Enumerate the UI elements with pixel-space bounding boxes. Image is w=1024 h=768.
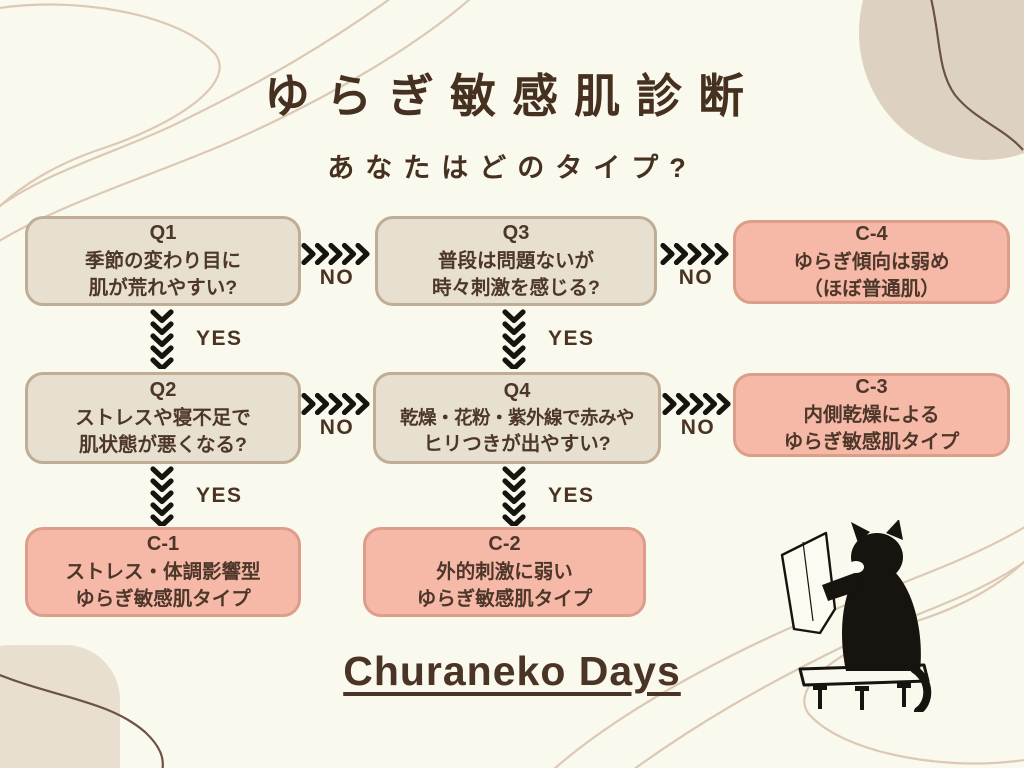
chevrons-right-icon [301, 243, 370, 265]
box-label: C-1 [146, 533, 180, 556]
no-label: NO [680, 416, 716, 439]
flow-box-q2: Q2 ストレスや寝不足で 肌状態が悪くなる? [25, 372, 301, 464]
flow-box-c2: C-2 外的刺激に弱い ゆらぎ敏感肌タイプ [363, 527, 646, 617]
flow-box-q3: Q3 普段は問題ないが 時々刺激を感じる? [375, 216, 657, 306]
arrow-yes-q2-c1: YES [150, 466, 243, 526]
box-text: ゆらぎ敏感肌タイプ [75, 588, 251, 611]
yes-label: YES [548, 484, 595, 507]
box-text: 内側乾燥による [803, 403, 940, 426]
box-label: Q1 [149, 222, 177, 245]
flow-box-c4: C-4 ゆらぎ傾向は弱め （ほぼ普通肌） [733, 220, 1010, 304]
box-text: 普段は問題ないが [437, 249, 594, 272]
arrow-yes-q1-q2: YES [150, 309, 243, 369]
arrow-no-q4-c3: NO [661, 393, 735, 440]
box-label: Q3 [502, 222, 530, 245]
no-label: NO [319, 416, 355, 439]
flow-box-c3: C-3 内側乾燥による ゆらぎ敏感肌タイプ [733, 373, 1010, 457]
arrow-yes-q3-q4: YES [502, 309, 595, 369]
chevrons-right-icon [662, 393, 731, 415]
yes-label: YES [548, 327, 595, 350]
box-label: C-2 [488, 533, 521, 556]
page-title: ゆらぎ敏感肌診断 [264, 70, 760, 122]
brand-footer: Churaneko Days [0, 648, 1024, 695]
no-label: NO [678, 266, 714, 289]
no-label: NO [319, 266, 355, 289]
arrow-no-q2-q4: NO [300, 393, 374, 440]
yes-label: YES [196, 327, 243, 350]
chevrons-down-icon [150, 466, 174, 526]
chevrons-down-icon [502, 309, 526, 369]
box-text: 季節の変わり目に [84, 249, 241, 272]
yes-label: YES [196, 484, 243, 507]
box-text: ストレス・体調影響型 [65, 560, 261, 583]
chevrons-down-icon [502, 466, 526, 526]
box-text: 肌が荒れやすい? [88, 277, 238, 300]
flow-box-c1: C-1 ストレス・体調影響型 ゆらぎ敏感肌タイプ [25, 527, 301, 617]
box-text: （ほぼ普通肌） [803, 278, 940, 301]
flow-box-q4: Q4 乾燥・花粉・紫外線で赤みや ヒリつきが出やすい? [373, 372, 661, 464]
chevrons-right-icon [660, 243, 729, 265]
box-text: ゆらぎ敏感肌タイプ [783, 431, 960, 454]
box-label: Q4 [503, 379, 531, 402]
box-text: 乾燥・花粉・紫外線で赤みや [399, 407, 635, 429]
box-text: ゆらぎ傾向は弱め [793, 250, 950, 273]
page-subtitle: あなたはどのタイプ? [327, 153, 697, 183]
arrow-yes-q4-c2: YES [502, 466, 595, 526]
chevrons-right-icon [301, 393, 370, 415]
box-text: ストレスや寝不足で [75, 406, 251, 429]
box-label: C-3 [855, 376, 888, 399]
arrow-no-q1-q3: NO [300, 243, 374, 290]
box-label: C-4 [855, 223, 888, 246]
box-text: 時々刺激を感じる? [432, 277, 600, 300]
box-text: ヒリつきが出やすい? [423, 433, 611, 456]
box-label: Q2 [149, 379, 177, 402]
cat-reading-illustration [780, 520, 932, 712]
chevrons-down-icon [150, 309, 174, 369]
box-text: 肌状態が悪くなる? [79, 434, 247, 457]
box-text: ゆらぎ敏感肌タイプ [416, 588, 593, 611]
brand-text: Churaneko Days [343, 648, 681, 694]
box-text: 外的刺激に弱い [436, 560, 573, 583]
flow-box-q1: Q1 季節の変わり目に 肌が荒れやすい? [25, 216, 301, 306]
arrow-no-q3-c4: NO [659, 243, 733, 290]
